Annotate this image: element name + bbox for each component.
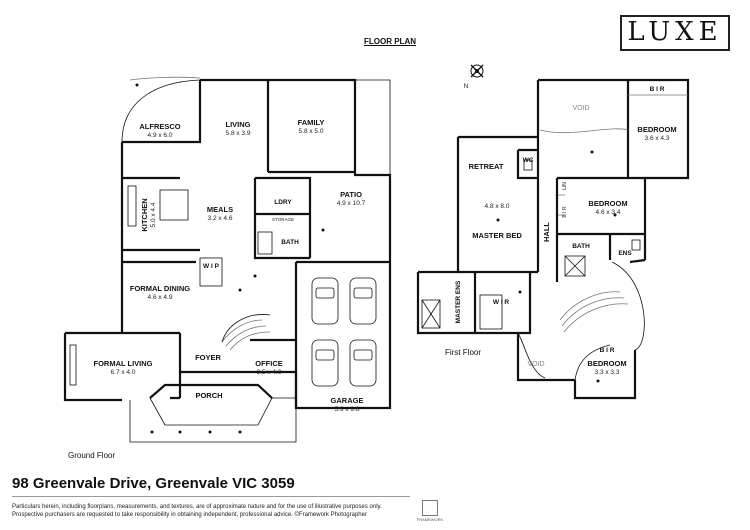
room-ldry-name: LDRY <box>274 199 292 206</box>
room-bath-name: BATH <box>281 239 299 246</box>
room-family-name: FAMILY <box>298 118 325 127</box>
framework-logo-icon <box>422 500 438 516</box>
room-living-size: 5.8 x 3.9 <box>226 130 251 137</box>
luxe-logo: LUXE <box>620 15 730 51</box>
room-bedroom-top-size: 3.6 x 4.3 <box>645 135 670 142</box>
room-bedroom-mid-name: BEDROOM <box>588 199 627 208</box>
room-formal-dining-name: FORMAL DINING <box>130 284 190 293</box>
first-floor-walls <box>416 78 690 400</box>
room-retreat-name: RETREAT <box>469 162 504 171</box>
room-wir-name: W I R <box>493 299 510 306</box>
room-formal-living-name: FORMAL LIVING <box>93 359 152 368</box>
room-bath-first-name: BATH <box>572 243 590 250</box>
room-wip-name: W I P <box>203 263 220 270</box>
first-floor-label: First Floor <box>445 348 481 357</box>
room-formal-dining-size: 4.6 x 4.9 <box>148 294 173 301</box>
ground-floor-fixtures <box>69 83 377 434</box>
room-office-size: 3.5 x 4.0 <box>257 369 282 376</box>
room-bedroom-bottom-robe: B I R <box>600 347 615 354</box>
room-family-size: 5.8 x 5.0 <box>299 128 324 135</box>
framework-credit-text: FRAMEWORK <box>416 517 444 522</box>
ground-floor-walls <box>63 76 392 443</box>
room-foyer-name: FOYER <box>195 353 221 362</box>
room-master-bed-size: 4.8 x 8.0 <box>485 203 510 210</box>
room-master-bed-name: MASTER BED <box>472 231 522 240</box>
room-office-name: OFFICE <box>255 359 283 368</box>
room-bedroom-mid-robe: B I R <box>562 206 568 218</box>
room-bedroom-mid-size: 4.6 x 3.4 <box>596 209 621 216</box>
room-garage-size: 5.9 x 9.6 <box>335 406 360 413</box>
room-patio-name: PATIO <box>340 190 362 199</box>
room-bedroom-bottom-size: 3.3 x 3.3 <box>595 369 620 376</box>
room-void-top-name: VOID <box>572 105 589 112</box>
room-bedroom-bottom-name: BEDROOM <box>587 359 626 368</box>
compass-icon <box>470 64 484 78</box>
floor-plan-title: FLOOR PLAN <box>364 37 416 46</box>
room-meals-size: 3.2 x 4.6 <box>208 215 233 222</box>
room-alfresco-size: 4.9 x 6.0 <box>148 132 173 139</box>
ground-floor-label: Ground Floor <box>68 451 116 460</box>
property-address: 98 Greenvale Drive, Greenvale VIC 3059 <box>12 475 295 492</box>
divider <box>12 496 410 497</box>
room-kitchen-name: KITCHEN <box>140 198 149 231</box>
room-garage-name: GARAGE <box>331 396 364 405</box>
disclaimer-line-1: Particulars herein, including floorplans… <box>12 504 382 510</box>
room-formal-living-size: 6.7 x 4.0 <box>111 369 136 376</box>
room-kitchen-size: 5.0 x 4.4 <box>150 202 157 227</box>
room-storage-name: STORAGE <box>272 217 294 222</box>
disclaimer-line-2: Prospective purchasers are requested to … <box>12 512 367 518</box>
room-lin-name: LIN <box>562 182 568 190</box>
room-ens-name: ENS <box>618 250 632 257</box>
compass-label: N <box>464 83 469 90</box>
room-master-ens-name: MASTER ENS <box>455 280 462 323</box>
framework-credit: FRAMEWORK <box>412 500 448 522</box>
room-alfresco-name: ALFRESCO <box>139 122 180 131</box>
room-hall-name: HALL <box>542 222 551 242</box>
room-bedroom-top-robe: B I R <box>650 86 665 93</box>
room-void-bottom-name: VOID <box>527 361 544 368</box>
first-floor-fixtures <box>421 150 641 383</box>
room-bedroom-top-name: BEDROOM <box>637 125 676 134</box>
room-living-name: LIVING <box>225 120 250 129</box>
room-porch-name: PORCH <box>195 391 222 400</box>
room-wc-name: WC <box>523 157 534 164</box>
room-meals-name: MEALS <box>207 205 233 214</box>
room-patio-size: 4.9 x 10.7 <box>337 200 366 207</box>
disclaimer: Particulars herein, including floorplans… <box>12 503 412 519</box>
